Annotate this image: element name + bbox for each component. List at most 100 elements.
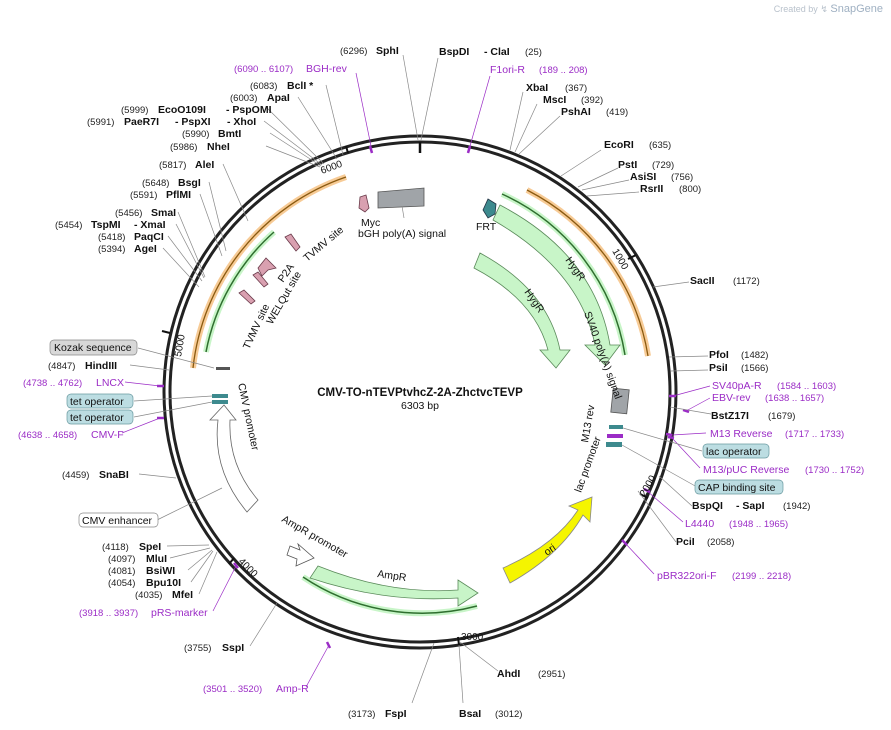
site-position: (4459) xyxy=(62,470,89,481)
green-strand-bottom-line xyxy=(302,576,478,614)
site-name[interactable]: Bpu10I xyxy=(146,577,181,589)
bgh-polya-block xyxy=(377,187,425,209)
primer-range: (1584 .. 1603) xyxy=(777,381,836,392)
hygr-feature-arrow xyxy=(492,204,621,366)
site-name[interactable]: AgeI xyxy=(134,243,157,255)
site-name[interactable]: NheI xyxy=(207,141,230,153)
site-name[interactable]: BclI * xyxy=(287,80,314,92)
site-name[interactable]: BsiWI xyxy=(146,565,175,577)
site-name[interactable]: BsgI xyxy=(178,177,201,189)
ori-feature-arrow xyxy=(502,496,593,584)
site-name[interactable]: BstZ17I xyxy=(711,410,749,422)
myc-label: Myc xyxy=(361,217,380,229)
site-name[interactable]: - SapI xyxy=(736,500,765,512)
primer-name[interactable]: EBV-rev xyxy=(712,392,751,404)
site-name[interactable]: SacII xyxy=(690,275,715,287)
site-name[interactable]: XbaI xyxy=(526,82,548,94)
primer-name[interactable]: pBR322ori-F xyxy=(657,570,717,582)
site-name[interactable]: - ClaI xyxy=(484,46,510,58)
primer-name[interactable]: LNCX xyxy=(96,377,124,389)
site-name[interactable]: TspMI xyxy=(91,219,121,231)
site-position: (4081) xyxy=(108,566,135,577)
cmv-enhancer-label-box[interactable] xyxy=(78,512,159,528)
site-name[interactable]: PshAI xyxy=(561,106,591,118)
site-position: (6003) xyxy=(230,93,257,104)
primer-name[interactable]: M13/pUC Reverse xyxy=(703,464,790,476)
myc-tag-arrow xyxy=(358,194,370,213)
lac-operator-label: lac operator xyxy=(706,446,762,458)
site-position: (3173) xyxy=(348,709,375,720)
orange-strand-left xyxy=(190,174,347,369)
kozak-block xyxy=(216,367,230,370)
primer-name[interactable]: M13 Reverse xyxy=(710,428,773,440)
site-name[interactable]: SnaBI xyxy=(99,469,129,481)
p2a-arrow xyxy=(257,257,277,277)
site-name[interactable]: BsaI xyxy=(459,708,481,720)
site-position: (392) xyxy=(581,95,603,106)
kozak-label: Kozak sequence xyxy=(54,342,132,354)
tet-operator-label-box-2[interactable] xyxy=(66,409,134,425)
site-name[interactable]: PaeR7I xyxy=(124,116,159,128)
site-name[interactable]: - PspOMI xyxy=(226,104,272,116)
primer-name[interactable]: SV40pA-R xyxy=(712,380,762,392)
primer-name[interactable]: BGH-rev xyxy=(306,63,348,75)
site-position: (5991) xyxy=(87,117,114,128)
site-name[interactable]: MscI xyxy=(543,94,566,106)
green-strand-left-line xyxy=(205,231,275,353)
primer-range: (1948 .. 1965) xyxy=(729,519,788,530)
cap-site-label: CAP binding site xyxy=(698,482,776,494)
site-name[interactable]: PaqCI xyxy=(134,231,164,243)
site-name[interactable]: AleI xyxy=(195,159,214,171)
lac-operator-label-box[interactable] xyxy=(702,443,770,459)
site-leader-lines xyxy=(129,54,712,704)
site-name[interactable]: EcoRI xyxy=(604,139,634,151)
site-position: (367) xyxy=(565,83,587,94)
watermark-brand: SnapGene xyxy=(830,3,883,15)
site-name[interactable]: HindIII xyxy=(85,360,117,372)
site-position: (5648) xyxy=(142,178,169,189)
primer-name[interactable]: pRS-marker xyxy=(151,607,208,619)
site-position: (5990) xyxy=(182,129,209,140)
cmv-enhancer-label: CMV enhancer xyxy=(82,515,153,527)
ampr-feature-arrow xyxy=(309,565,479,607)
site-name[interactable]: SmaI xyxy=(151,207,176,219)
site-name[interactable]: EcoO109I xyxy=(158,104,206,116)
site-name[interactable]: BmtI xyxy=(218,128,241,140)
ampr-promoter-arrow xyxy=(286,542,315,567)
site-name[interactable]: BspDI xyxy=(439,46,469,58)
kozak-label-box[interactable] xyxy=(49,339,138,356)
cap-site-label-box[interactable] xyxy=(694,479,784,495)
site-position: (3012) xyxy=(495,709,522,720)
site-name[interactable]: SphI xyxy=(376,45,399,57)
site-name[interactable]: SspI xyxy=(222,642,244,654)
site-position: (1172) xyxy=(733,276,760,287)
site-name[interactable]: AsiSI xyxy=(630,171,656,183)
site-name[interactable]: ApaI xyxy=(267,92,290,104)
site-name[interactable]: PsiI xyxy=(709,362,728,374)
site-name[interactable]: FspI xyxy=(385,708,407,720)
site-name[interactable]: PfoI xyxy=(709,349,729,361)
site-name[interactable]: MluI xyxy=(146,553,167,565)
site-name[interactable]: BspQI xyxy=(692,500,723,512)
site-name[interactable]: SpeI xyxy=(139,541,161,553)
site-name[interactable]: - XhoI xyxy=(227,116,256,128)
site-name[interactable]: RsrII xyxy=(640,183,663,195)
feature-leader-lines xyxy=(133,205,703,521)
primer-name[interactable]: L4440 xyxy=(685,518,714,530)
site-name[interactable]: - PspXI xyxy=(175,116,211,128)
primer-name[interactable]: F1ori-R xyxy=(490,64,525,76)
plasmid-size: 6303 bp xyxy=(401,400,439,412)
site-name[interactable]: AhdI xyxy=(497,668,520,680)
primer-name[interactable]: Amp-R xyxy=(276,683,309,695)
cap-site-block xyxy=(606,442,622,447)
site-name[interactable]: PciI xyxy=(676,536,695,548)
site-position: (25) xyxy=(525,47,542,58)
site-name[interactable]: MfeI xyxy=(172,589,193,601)
site-name[interactable]: - XmaI xyxy=(134,219,166,231)
primer-name[interactable]: CMV-F xyxy=(91,429,124,441)
tet-operator-label-box[interactable] xyxy=(66,393,134,409)
site-name[interactable]: PflMI xyxy=(166,189,191,201)
site-name[interactable]: PstI xyxy=(618,159,637,171)
snapgene-logo-icon: ↯ xyxy=(820,4,828,14)
site-position: (5454) xyxy=(55,220,82,231)
